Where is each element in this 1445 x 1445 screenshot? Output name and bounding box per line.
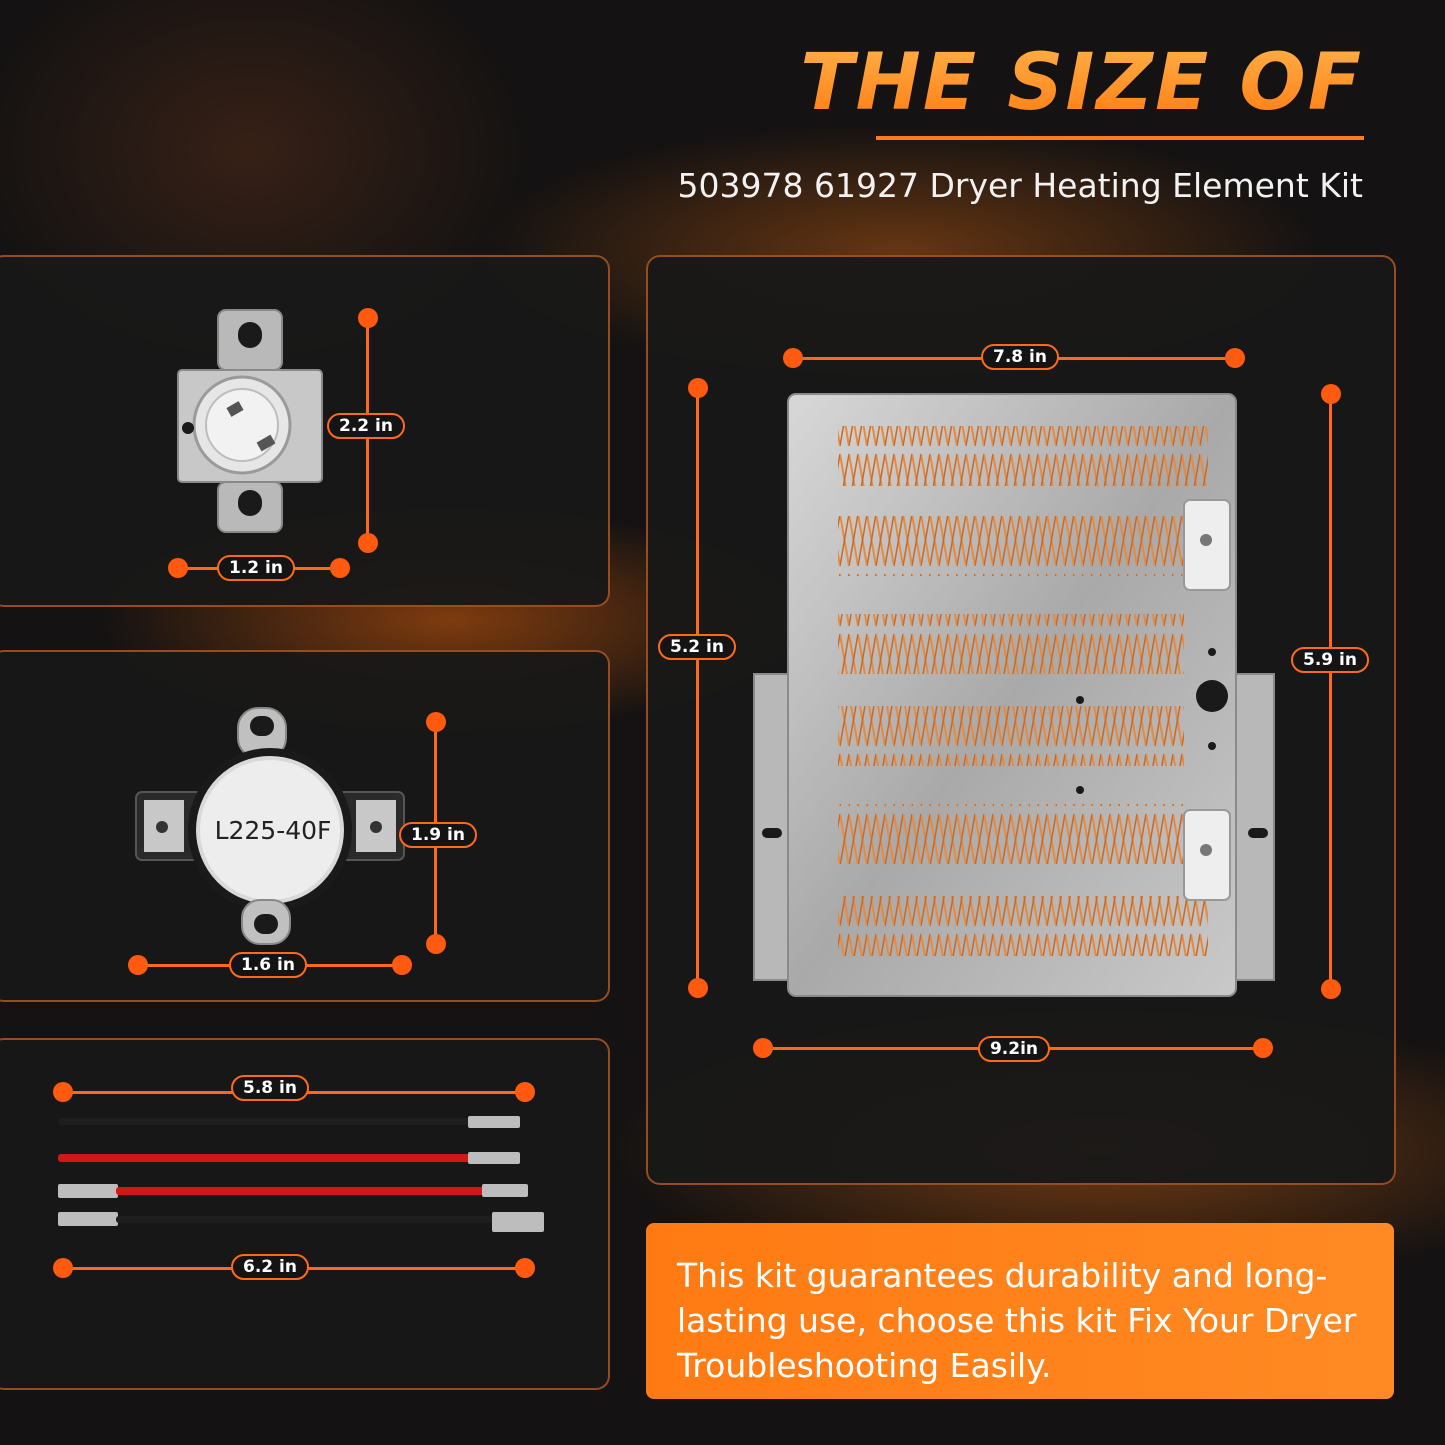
thermostat-1-width-label: 1.2 in bbox=[217, 555, 295, 581]
thermostat-2-illustration bbox=[135, 707, 405, 945]
thermostat-2-height-label: 1.9 in bbox=[399, 822, 477, 848]
dim-endpoint bbox=[358, 533, 378, 553]
wire-black-2 bbox=[58, 1212, 544, 1232]
thermostat-2-width-label: 1.6 in bbox=[229, 952, 307, 978]
dim-endpoint bbox=[426, 934, 446, 954]
wire-long-label: 6.2 in bbox=[231, 1254, 309, 1280]
heating-element-illustration bbox=[753, 393, 1275, 997]
dim-endpoint bbox=[783, 348, 803, 368]
dim-endpoint bbox=[1225, 348, 1245, 368]
wire-red-1 bbox=[58, 1152, 520, 1164]
dim-endpoint bbox=[688, 978, 708, 998]
page-title: THE SIZE OF bbox=[800, 38, 1363, 128]
dim-endpoint bbox=[515, 1258, 535, 1278]
heater-bottom-label: 9.2in bbox=[977, 1036, 1051, 1062]
feature-callout-text: This kit guarantees durability and long-… bbox=[677, 1256, 1357, 1385]
heater-right-line bbox=[1329, 394, 1332, 989]
heater-left-label: 5.2 in bbox=[658, 634, 736, 660]
dim-endpoint bbox=[168, 558, 188, 578]
dim-endpoint bbox=[515, 1082, 535, 1102]
heater-left-line bbox=[696, 388, 699, 988]
heater-top-label: 7.8 in bbox=[981, 344, 1059, 370]
dim-endpoint bbox=[688, 378, 708, 398]
dim-endpoint bbox=[426, 712, 446, 732]
dim-endpoint bbox=[392, 955, 412, 975]
heater-right-label: 5.9 in bbox=[1291, 647, 1369, 673]
heating-coils bbox=[838, 426, 1208, 956]
thermostat-1-height-label: 2.2 in bbox=[327, 413, 405, 439]
wires-illustration bbox=[58, 1116, 544, 1232]
thermostat-1-illustration bbox=[177, 309, 323, 533]
wire-black-1 bbox=[58, 1116, 520, 1128]
dim-endpoint bbox=[128, 955, 148, 975]
dim-endpoint bbox=[330, 558, 350, 578]
dim-endpoint bbox=[358, 308, 378, 328]
wire-red-2 bbox=[58, 1184, 528, 1198]
page-subtitle: 503978 61927 Dryer Heating Element Kit bbox=[677, 166, 1363, 205]
title-underline bbox=[876, 136, 1364, 140]
dim-endpoint bbox=[753, 1038, 773, 1058]
dim-endpoint bbox=[53, 1082, 73, 1102]
wire-short-label: 5.8 in bbox=[231, 1075, 309, 1101]
dim-endpoint bbox=[1321, 384, 1341, 404]
thermostat-2-model-text: L225-40F bbox=[214, 816, 332, 845]
feature-callout: This kit guarantees durability and long-… bbox=[646, 1223, 1394, 1399]
dim-endpoint bbox=[1253, 1038, 1273, 1058]
dim-endpoint bbox=[53, 1258, 73, 1278]
dim-endpoint bbox=[1321, 979, 1341, 999]
